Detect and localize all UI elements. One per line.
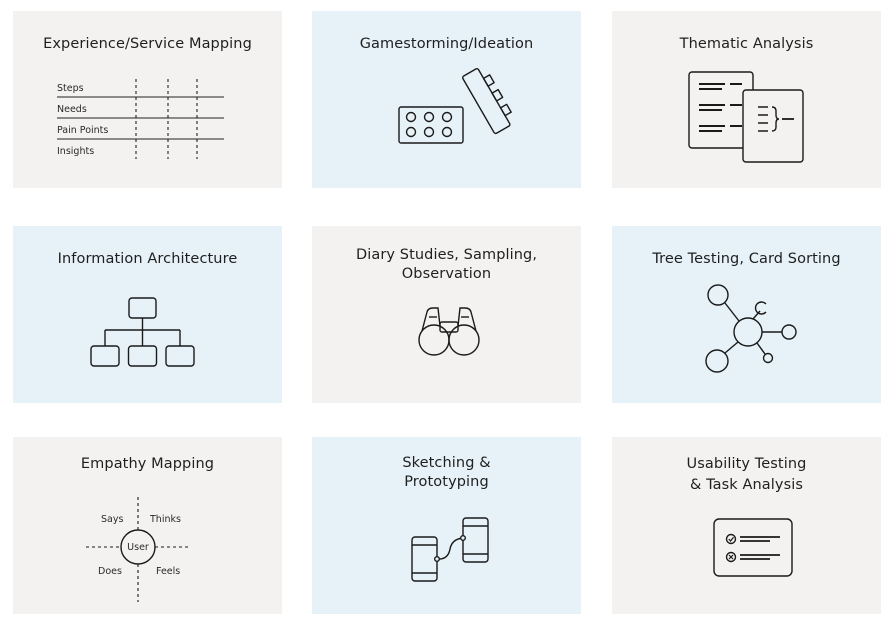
card-title-line: Usability Testing: [686, 456, 807, 472]
card-title: Information Architecture: [57, 251, 238, 267]
card-title: Gamestorming/Ideation: [359, 36, 534, 52]
card-title-line: Diary Studies, Sampling,: [355, 247, 538, 263]
card-title: Usability Testing & Task Analysis: [612, 454, 881, 496]
quadrant-label-does: Does: [98, 566, 122, 577]
card-tree-testing-card-sorting: Tree Testing, Card Sorting: [612, 226, 881, 403]
checklist-screen-icon: [713, 518, 793, 577]
documents-icon: [688, 71, 804, 163]
quadrant-label-thinks: Thinks: [149, 514, 181, 525]
card-empathy-mapping: Says Thinks User Does Feels Empathy Mapp…: [13, 437, 282, 614]
row-label-pain-points: Pain Points: [57, 125, 108, 136]
card-information-architecture: Information Architecture: [13, 226, 282, 403]
card-thematic-analysis: Thematic Analysis: [612, 11, 881, 188]
card-title: Experience/Service Mapping: [43, 36, 252, 52]
card-title-line: Sketching &: [402, 455, 491, 471]
card-title-line: & Task Analysis: [689, 477, 804, 493]
empathy-map-diagram-icon: Says Thinks User Does Feels: [86, 497, 191, 602]
quadrant-label-says: Says: [101, 514, 123, 525]
card-title: Empathy Mapping: [80, 456, 215, 472]
card-gamestorming-ideation: Gamestorming/Ideation: [312, 11, 581, 188]
sitemap-hierarchy-icon: [90, 297, 195, 367]
card-title: Tree Testing, Card Sorting: [652, 251, 841, 267]
quadrant-label-feels: Feels: [156, 566, 180, 577]
service-map-diagram-icon: Steps Needs Pain Points Insights: [57, 79, 224, 159]
network-nodes-icon: [705, 284, 797, 373]
card-title: Sketching & Prototyping: [312, 454, 581, 492]
card-experience-service-mapping: Steps Needs Pain Points Insights Experie…: [13, 11, 282, 188]
card-title: Thematic Analysis: [679, 36, 814, 52]
row-label-steps: Steps: [57, 83, 84, 94]
prototype-phones-icon: [411, 517, 489, 582]
quadrant-center-user: User: [127, 542, 149, 553]
card-usability-testing: Usability Testing & Task Analysis: [612, 437, 881, 614]
row-label-needs: Needs: [57, 104, 87, 115]
game-box-icon: [398, 68, 512, 144]
binoculars-icon: [418, 307, 480, 356]
card-title-line: Observation: [401, 266, 492, 282]
card-sketching-prototyping: Sketching & Prototyping: [312, 437, 581, 614]
card-title-line: Prototyping: [404, 474, 489, 490]
card-title: Diary Studies, Sampling, Observation: [312, 246, 581, 284]
row-label-insights: Insights: [57, 146, 94, 157]
card-diary-studies: Diary Studies, Sampling, Observation: [312, 226, 581, 403]
